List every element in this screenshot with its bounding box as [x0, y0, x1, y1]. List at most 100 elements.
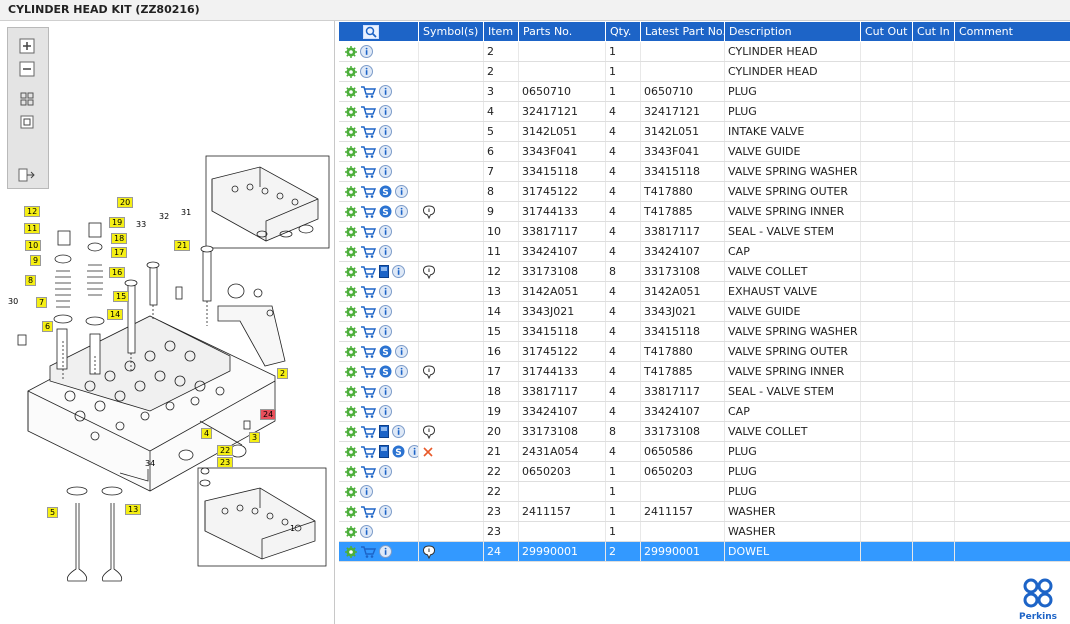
info-icon[interactable] — [378, 245, 392, 259]
export-button[interactable] — [16, 165, 38, 185]
callout[interactable]: 6 — [42, 321, 54, 332]
callout[interactable]: 5 — [47, 507, 59, 518]
info-icon[interactable] — [378, 125, 392, 139]
info-icon[interactable] — [391, 265, 405, 279]
cart-icon[interactable] — [360, 126, 376, 138]
cart-icon[interactable] — [360, 326, 376, 338]
callout[interactable]: 8 — [25, 275, 37, 286]
cart-icon[interactable] — [360, 386, 376, 398]
cart-icon[interactable] — [360, 86, 376, 98]
supersession-icon[interactable]: S — [379, 345, 392, 358]
gear-icon[interactable] — [344, 285, 357, 298]
info-icon[interactable] — [378, 165, 392, 179]
callout[interactable]: 2 — [277, 368, 289, 379]
info-icon[interactable] — [394, 365, 408, 379]
info-icon[interactable] — [394, 205, 408, 219]
comment-pin-icon[interactable] — [422, 424, 436, 439]
cart-icon[interactable] — [360, 106, 376, 118]
fit-page-button[interactable] — [16, 89, 38, 109]
gear-icon[interactable] — [344, 45, 357, 58]
info-icon[interactable] — [394, 345, 408, 359]
cart-icon[interactable] — [360, 366, 376, 378]
supersession-icon[interactable]: S — [379, 365, 392, 378]
info-icon[interactable] — [378, 465, 392, 479]
gear-icon[interactable] — [344, 245, 357, 258]
comment-pin-icon[interactable] — [422, 204, 436, 219]
gear-icon[interactable] — [344, 485, 357, 498]
info-icon[interactable] — [407, 445, 419, 459]
cart-icon[interactable] — [360, 286, 376, 298]
info-icon[interactable] — [359, 65, 373, 79]
diagram-pane[interactable]: 20 12 19 11 18 10 17 9 16 8 15 7 14 6 21… — [0, 21, 335, 624]
callout[interactable]: 13 — [125, 504, 142, 515]
gear-icon[interactable] — [344, 225, 357, 238]
supersession-icon[interactable]: S — [379, 205, 392, 218]
info-icon[interactable] — [378, 405, 392, 419]
gear-icon[interactable] — [344, 145, 357, 158]
callout[interactable]: 18 — [111, 233, 128, 244]
gear-icon[interactable] — [344, 525, 357, 538]
info-icon[interactable] — [378, 105, 392, 119]
callout[interactable]: 7 — [36, 297, 48, 308]
cart-icon[interactable] — [360, 466, 376, 478]
column-header-parts-no[interactable]: Parts No. — [518, 21, 606, 42]
gear-icon[interactable] — [344, 265, 357, 278]
column-header-cut-in[interactable]: Cut In — [912, 21, 955, 42]
info-icon[interactable] — [394, 185, 408, 199]
callout[interactable]: 20 — [117, 197, 134, 208]
gear-icon[interactable] — [344, 385, 357, 398]
callout[interactable]: 21 — [174, 240, 191, 251]
gear-icon[interactable] — [344, 125, 357, 138]
cart-icon[interactable] — [360, 246, 376, 258]
document-icon[interactable] — [378, 445, 389, 459]
column-header-search[interactable] — [338, 21, 419, 42]
gear-icon[interactable] — [344, 305, 357, 318]
column-header-symbols[interactable]: Symbol(s) — [418, 21, 484, 42]
callout[interactable]: 3 — [249, 432, 261, 443]
callout[interactable]: 16 — [109, 267, 126, 278]
cart-icon[interactable] — [360, 186, 376, 198]
callout[interactable]: 22 — [217, 445, 234, 456]
gear-icon[interactable] — [344, 505, 357, 518]
callout-highlighted[interactable]: 24 — [260, 409, 277, 420]
gear-icon[interactable] — [344, 545, 357, 558]
cart-icon[interactable] — [360, 346, 376, 358]
gear-icon[interactable] — [344, 325, 357, 338]
document-icon[interactable] — [378, 265, 389, 279]
callout[interactable]: 4 — [201, 428, 213, 439]
cart-icon[interactable] — [360, 406, 376, 418]
callout[interactable]: 10 — [25, 240, 42, 251]
cart-icon[interactable] — [360, 266, 376, 278]
gear-icon[interactable] — [344, 165, 357, 178]
gear-icon[interactable] — [344, 425, 357, 438]
gear-icon[interactable] — [344, 465, 357, 478]
zoom-in-button[interactable] — [16, 36, 38, 56]
actual-size-button[interactable] — [16, 112, 38, 132]
gear-icon[interactable] — [344, 445, 357, 458]
gear-icon[interactable] — [344, 105, 357, 118]
gear-icon[interactable] — [344, 365, 357, 378]
info-icon[interactable] — [359, 525, 373, 539]
callout[interactable]: 19 — [109, 217, 126, 228]
info-icon[interactable] — [378, 85, 392, 99]
info-icon[interactable] — [378, 505, 392, 519]
comment-pin-icon[interactable] — [422, 544, 436, 559]
